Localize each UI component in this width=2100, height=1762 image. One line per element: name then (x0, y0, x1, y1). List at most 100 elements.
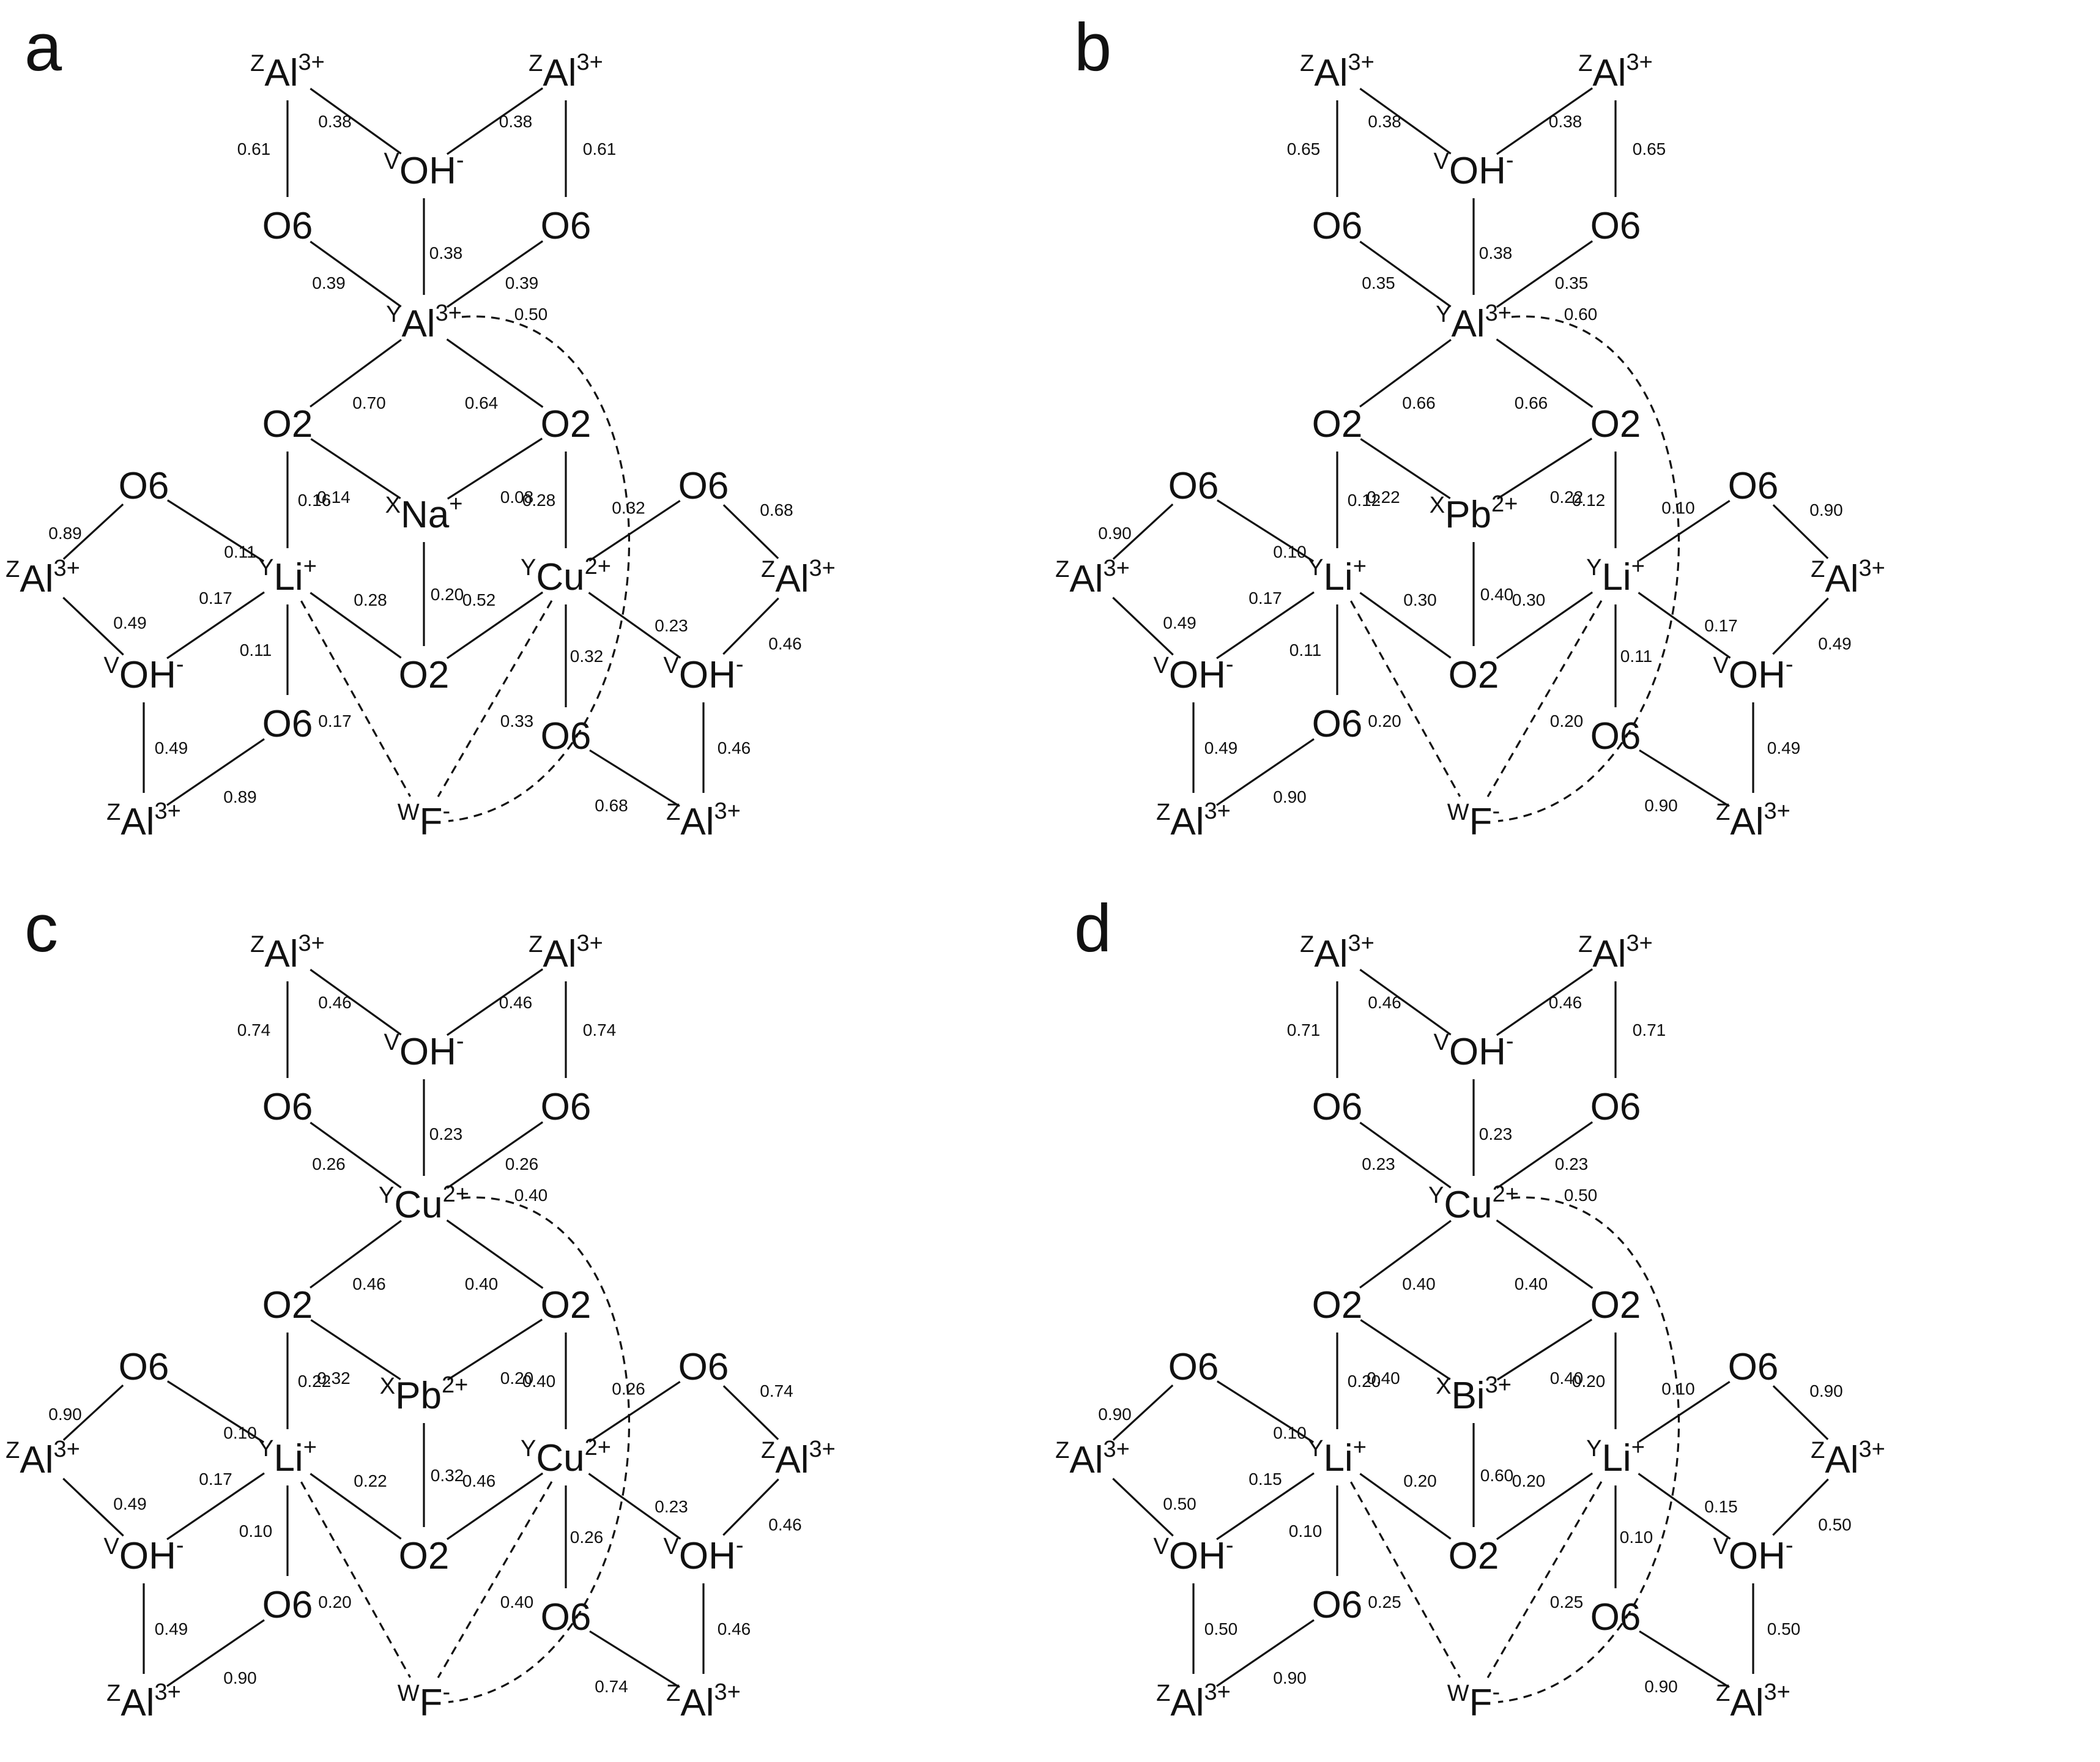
bond-line (588, 500, 681, 562)
bond-valence-value: 0.46 (768, 1515, 802, 1534)
bond-line (722, 597, 779, 655)
bond-line (1216, 1472, 1315, 1541)
atom-label: YLi+ (1308, 1435, 1367, 1479)
atom-label: O2 (262, 1284, 313, 1326)
atom-label: O6 (1590, 1596, 1641, 1638)
atom-label: VOH- (103, 652, 184, 696)
bond-valence-value: 0.10 (1273, 1424, 1307, 1443)
atom-label: ZAl3+ (1300, 50, 1375, 94)
atom-label: O2 (1312, 1284, 1363, 1326)
bond-line (1496, 591, 1594, 660)
bond-line (447, 437, 543, 500)
bond-valence-value: 0.11 (240, 641, 272, 660)
bond-line (1359, 592, 1452, 659)
bond-valence-value: 0.16 (298, 491, 332, 510)
bond-valence-value: 0.23 (655, 616, 688, 635)
bond-valence-value: 0.50 (1163, 1495, 1197, 1514)
bond-valence-value: 0.22 (298, 1372, 332, 1391)
bond-valence-value: 0.74 (595, 1677, 628, 1696)
atom-label: XPb2+ (380, 1372, 469, 1417)
bond-valence-value: 0.90 (1273, 1668, 1307, 1687)
bond-line (1496, 1472, 1594, 1541)
atom-label: WF- (398, 798, 450, 843)
bond-valence-value: 0.22 (1550, 488, 1584, 507)
atom-label: ZAl3+ (1716, 1679, 1790, 1724)
bond-valence-value: 0.33 (500, 712, 534, 730)
atom-label: YCu2+ (379, 1181, 469, 1226)
bond-line (1496, 338, 1594, 408)
atom-label: O2 (262, 403, 313, 445)
bond-line (166, 738, 265, 806)
atom-label: ZAl3+ (6, 1437, 80, 1481)
atom-label: WF- (1447, 1679, 1500, 1724)
bond-valence-value: 0.38 (318, 112, 352, 131)
atom-label: O6 (119, 1346, 169, 1388)
bond-valence-value: 0.20 (1368, 712, 1401, 730)
atom-label: VOH- (384, 147, 464, 192)
bond-valence-value: 0.90 (1644, 796, 1678, 815)
bond-line (722, 1478, 779, 1536)
bond-valence-value: 0.89 (48, 524, 82, 543)
bond-line (1360, 1319, 1451, 1380)
bond-line (310, 1319, 401, 1380)
bond-valence-value: 0.46 (318, 993, 352, 1012)
atom-label: O6 (541, 1596, 592, 1638)
bond-valence-value: 0.89 (223, 787, 257, 806)
dashed-bond-line (1486, 600, 1603, 798)
panel-label: c (24, 891, 58, 966)
bond-valence-value: 0.50 (1767, 1619, 1801, 1638)
bond-line (1112, 1478, 1174, 1537)
atom-label: XNa+ (385, 491, 463, 536)
atom-label: O2 (1590, 403, 1641, 445)
bond-line (166, 591, 265, 660)
atom-label: O2 (541, 1284, 592, 1326)
bond-valence-value: 0.46 (768, 634, 802, 653)
atom-label: YLi+ (258, 1435, 317, 1479)
bond-line (1360, 438, 1451, 499)
dashed-bond-curve (448, 315, 630, 822)
atom-label: O2 (399, 654, 450, 696)
bond-line (446, 968, 544, 1036)
bond-valence-value: 0.26 (505, 1154, 539, 1173)
bond-valence-value: 0.30 (1403, 590, 1437, 609)
bond-line (1496, 1121, 1594, 1189)
bond-valence-value: 0.30 (1512, 590, 1546, 609)
bond-line (446, 1219, 544, 1289)
bond-line (1359, 338, 1452, 408)
bond-valence-value: 0.49 (113, 1495, 147, 1514)
bond-valence-value: 0.26 (570, 1528, 604, 1547)
bond-valence-value: 0.49 (1818, 634, 1852, 653)
bond-line (1639, 749, 1730, 808)
bond-valence-value: 0.17 (1248, 589, 1282, 608)
atom-label: O6 (119, 465, 169, 507)
atom-label: O6 (1728, 465, 1779, 507)
bond-line (1772, 1478, 1829, 1536)
bond-valence-value: 0.10 (1620, 1528, 1653, 1547)
bond-valence-value: 0.90 (1098, 1405, 1132, 1424)
bond-line (446, 1472, 544, 1541)
bond-valence-value: 0.32 (570, 647, 604, 666)
bond-line (722, 504, 779, 559)
bond-valence-value: 0.61 (583, 139, 617, 158)
bond-valence-value: 0.38 (499, 112, 533, 131)
atom-label: O2 (1449, 1535, 1499, 1577)
dashed-bond-line (300, 600, 411, 797)
bond-valence-value: 0.60 (1564, 305, 1598, 324)
bond-valence-value: 0.66 (1515, 393, 1548, 412)
bond-line (446, 87, 544, 155)
bond-valence-value: 0.68 (595, 796, 628, 815)
bond-valence-value: 0.68 (760, 500, 793, 519)
atom-label: ZAl3+ (250, 931, 325, 975)
bond-valence-value: 0.10 (1661, 1380, 1695, 1399)
atom-label: YAl3+ (386, 300, 462, 345)
bond-valence-value: 0.74 (583, 1020, 617, 1039)
atom-label: XBi3+ (1436, 1372, 1512, 1417)
atom-label: O6 (1312, 1086, 1363, 1128)
atom-label: ZAl3+ (1156, 798, 1231, 843)
bond-valence-value: 0.39 (312, 273, 346, 292)
bond-valence-value: 0.20 (431, 585, 464, 604)
atom-label: ZAl3+ (1055, 1437, 1130, 1481)
bond-valence-value: 0.23 (1555, 1154, 1589, 1173)
bond-valence-value: 0.50 (1564, 1186, 1598, 1205)
